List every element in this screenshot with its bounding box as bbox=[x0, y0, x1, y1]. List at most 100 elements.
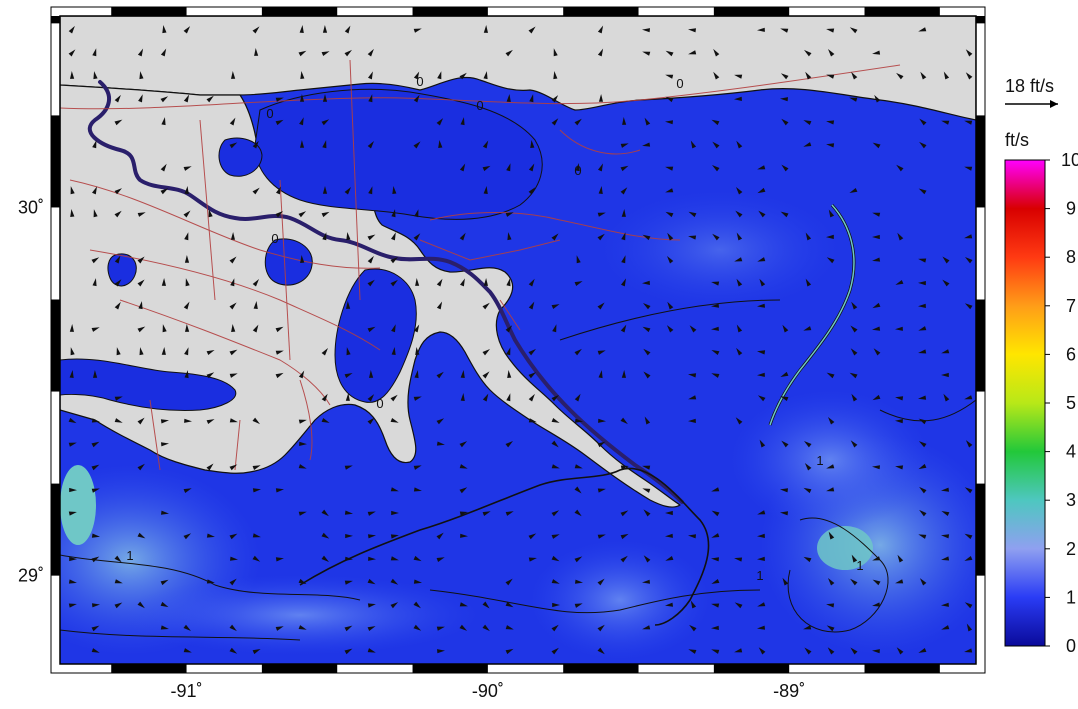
velocity-arrow bbox=[183, 301, 190, 310]
velocity-arrow bbox=[206, 372, 215, 379]
velocity-arrow bbox=[850, 440, 858, 448]
velocity-arrow bbox=[665, 74, 674, 79]
velocity-arrow bbox=[964, 303, 973, 310]
velocity-arrow bbox=[621, 255, 626, 264]
velocity-arrow bbox=[415, 347, 420, 355]
velocity-arrow bbox=[665, 166, 674, 171]
frame-scale-segment bbox=[261, 664, 338, 673]
velocity-arrow bbox=[344, 510, 353, 515]
frame-scale-segment bbox=[111, 7, 187, 16]
velocity-arrow bbox=[438, 140, 443, 148]
velocity-arrow bbox=[138, 301, 143, 310]
velocity-arrow bbox=[919, 486, 927, 494]
velocity-arrow bbox=[505, 601, 514, 608]
velocity-arrow bbox=[275, 119, 284, 126]
velocity-arrow bbox=[160, 96, 169, 103]
velocity-arrow bbox=[643, 509, 651, 517]
velocity-arrow bbox=[116, 347, 121, 356]
velocity-arrow bbox=[252, 324, 259, 333]
velocity-arrow bbox=[367, 255, 374, 264]
velocity-arrow bbox=[872, 302, 881, 309]
velocity-arrow bbox=[368, 71, 373, 80]
velocity-arrow bbox=[850, 348, 858, 356]
velocity-arrow bbox=[757, 556, 765, 561]
velocity-arrow bbox=[805, 71, 812, 80]
velocity-arrow bbox=[757, 372, 765, 377]
velocity-arrow bbox=[137, 417, 145, 425]
frame-scale-segment bbox=[111, 664, 187, 673]
roads bbox=[60, 59, 901, 471]
velocity-arrow bbox=[551, 647, 559, 655]
velocity-arrow bbox=[941, 534, 950, 539]
velocity-arrow bbox=[574, 556, 583, 563]
colorbar-tick-label: 1 bbox=[1066, 587, 1076, 607]
contour-label: 1 bbox=[126, 548, 133, 563]
velocity-arrow bbox=[91, 418, 100, 423]
velocity-arrow bbox=[160, 625, 169, 630]
velocity-arrow bbox=[482, 624, 490, 632]
velocity-arrow bbox=[436, 626, 445, 631]
velocity-arrow bbox=[828, 578, 835, 586]
velocity-arrow bbox=[895, 280, 904, 285]
velocity-arrow bbox=[575, 163, 580, 172]
colorbar-tick-label: 8 bbox=[1066, 247, 1076, 267]
velocity-arrow bbox=[506, 278, 511, 287]
velocity-arrow bbox=[826, 234, 834, 239]
velocity-arrow bbox=[621, 370, 626, 378]
velocity-arrow bbox=[68, 442, 77, 447]
velocity-arrow bbox=[598, 163, 603, 172]
velocity-arrow bbox=[780, 371, 789, 377]
velocity-arrow bbox=[757, 533, 765, 538]
velocity-arrow bbox=[137, 532, 146, 539]
velocity-arrow bbox=[551, 624, 559, 632]
velocity-arrow bbox=[298, 211, 307, 218]
velocity-arrow bbox=[160, 188, 169, 195]
velocity-arrow bbox=[137, 48, 144, 57]
velocity-arrow bbox=[941, 602, 949, 607]
velocity-arrow bbox=[712, 141, 720, 149]
velocity-arrow bbox=[160, 601, 169, 608]
velocity-arrow bbox=[506, 347, 511, 356]
frame-scale-segment bbox=[412, 7, 488, 16]
velocity-arrow bbox=[941, 511, 950, 516]
velocity-arrow bbox=[711, 303, 719, 308]
velocity-arrow bbox=[621, 232, 626, 241]
velocity-arrow bbox=[919, 118, 927, 126]
velocity-arrow bbox=[413, 624, 422, 631]
velocity-arrow bbox=[413, 396, 422, 401]
velocity-arrow bbox=[574, 486, 582, 494]
longitude-tick-label: -91˚ bbox=[171, 681, 203, 701]
velocity-arrow bbox=[229, 578, 237, 586]
colorbar-tick-label: 4 bbox=[1066, 442, 1076, 462]
velocity-arrow bbox=[872, 556, 881, 561]
velocity-arrow bbox=[941, 487, 949, 492]
velocity-arrow bbox=[736, 140, 743, 149]
velocity-arrow bbox=[597, 302, 605, 310]
velocity-arrow bbox=[620, 510, 629, 517]
velocity-arrow bbox=[712, 233, 720, 241]
velocity-arrow bbox=[299, 441, 307, 446]
velocity-arrow bbox=[918, 648, 927, 653]
velocity-arrow bbox=[506, 163, 511, 172]
velocity-arrow bbox=[918, 188, 927, 195]
velocity-arrow bbox=[873, 348, 881, 356]
velocity-arrow bbox=[322, 232, 327, 241]
velocity-arrow bbox=[252, 417, 260, 425]
velocity-arrow bbox=[275, 211, 283, 218]
velocity-arrow bbox=[918, 463, 927, 470]
velocity-arrow bbox=[160, 419, 169, 424]
velocity-arrow bbox=[137, 463, 145, 471]
velocity-arrow bbox=[183, 166, 192, 171]
velocity-arrow bbox=[757, 510, 766, 515]
velocity-arrow bbox=[459, 511, 468, 516]
velocity-arrow bbox=[392, 186, 397, 194]
longitude-tick-label: -90˚ bbox=[472, 681, 504, 701]
velocity-arrow bbox=[965, 49, 973, 57]
velocity-arrow bbox=[299, 25, 304, 33]
frame-scale-segment bbox=[51, 16, 60, 24]
velocity-arrow bbox=[230, 556, 238, 561]
velocity-arrow bbox=[918, 418, 927, 425]
velocity-arrow bbox=[505, 578, 513, 586]
velocity-arrow bbox=[252, 26, 260, 34]
